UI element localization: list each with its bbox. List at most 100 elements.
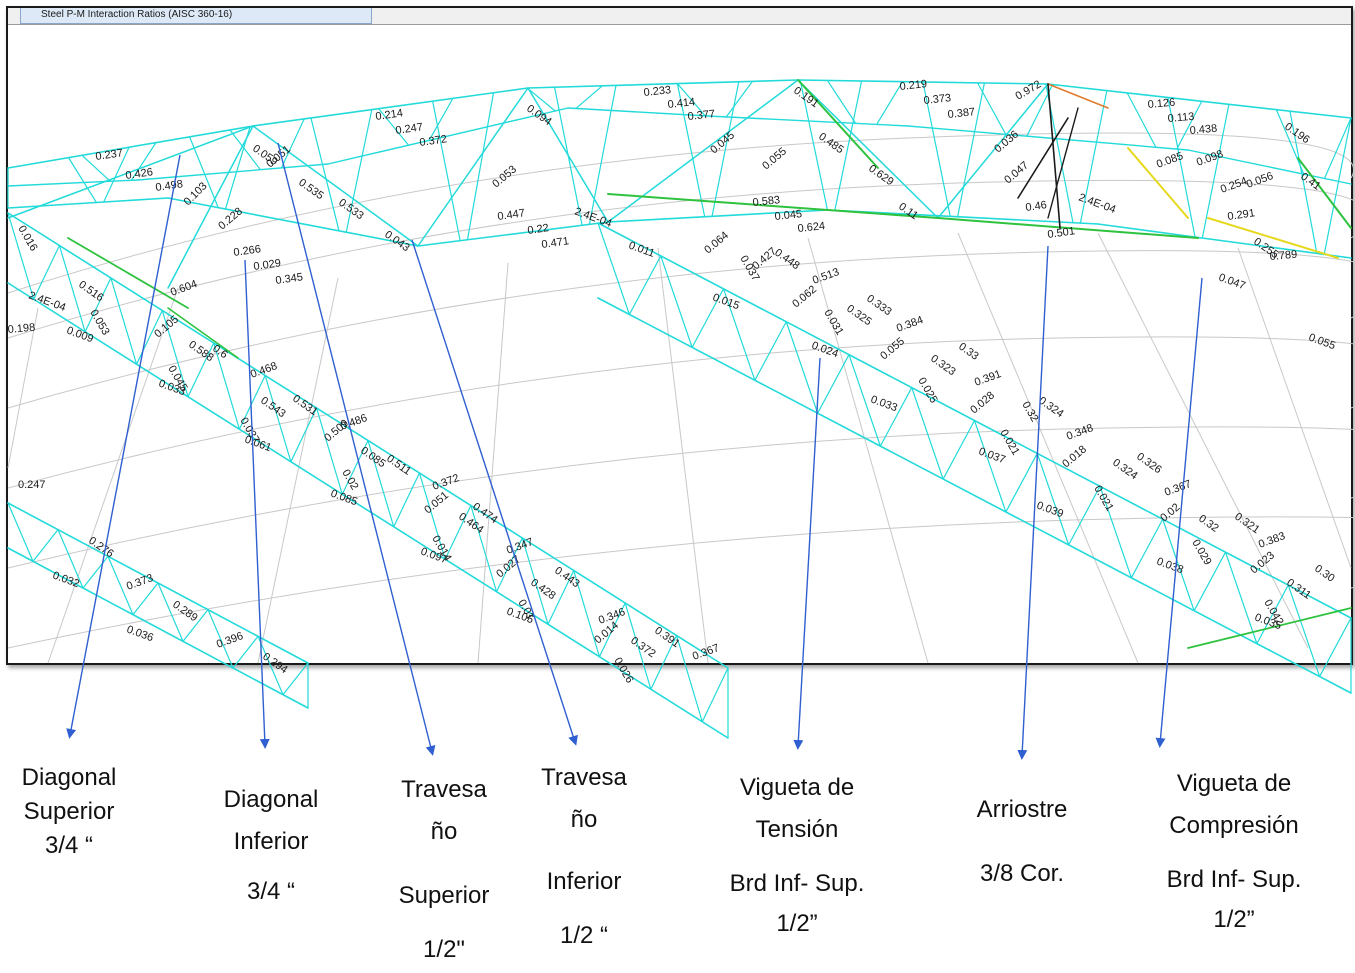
truss-member — [7, 212, 35, 300]
arrow-arriostre — [1017, 245, 1049, 760]
label-vigueta-compresion: Vigueta de Compresión Brd Inf- Sup. 1/2” — [1166, 770, 1302, 933]
truss-member — [1068, 485, 1101, 546]
truss-member — [526, 87, 556, 112]
truss-member — [598, 602, 626, 658]
truss-member — [7, 179, 139, 187]
truss-member — [161, 309, 189, 398]
ratio-label: 0.414 — [667, 96, 696, 111]
label-travesano-superior: Travesa ño Superior 1/2" — [398, 776, 490, 963]
ratio-label: 0.501 — [1047, 225, 1076, 241]
truss-member — [282, 662, 309, 696]
truss-member — [1256, 584, 1289, 645]
truss-member — [315, 407, 343, 495]
truss-member — [257, 635, 284, 696]
truss-member — [826, 79, 857, 124]
truss-member — [1162, 518, 1195, 612]
truss-member — [466, 92, 495, 241]
truss-member — [393, 472, 421, 528]
truss-member — [607, 79, 799, 223]
truss-member — [650, 634, 678, 690]
truss-member — [417, 87, 529, 247]
truss-member — [67, 157, 97, 204]
label-travesano-inferior: Travesa ño Inferior 1/2 “ — [541, 764, 627, 949]
grid-line — [7, 426, 1355, 569]
truss-member — [444, 504, 472, 560]
truss-member — [182, 609, 209, 642]
truss-member — [470, 504, 498, 593]
truss-member — [367, 439, 395, 528]
truss-member — [310, 117, 340, 232]
ratio-label: 0.345 — [275, 271, 304, 287]
truss-member — [624, 602, 652, 690]
truss-member — [1187, 149, 1352, 185]
truss-member — [879, 386, 913, 447]
truss-member — [7, 502, 34, 562]
truss-member — [1005, 452, 1038, 513]
grid-line — [257, 277, 339, 664]
grid-line — [7, 132, 1355, 294]
truss-member — [575, 85, 603, 110]
grid-line — [657, 247, 709, 664]
truss-member — [103, 146, 130, 203]
truss-member — [1176, 100, 1203, 150]
structural-model-viewport[interactable]: Steel P-M Interaction Ratios (AISC 360-1… — [6, 6, 1355, 739]
truss-member — [264, 374, 292, 463]
truss-member — [135, 309, 163, 365]
truss-member — [1323, 117, 1352, 180]
truss-member — [110, 277, 138, 365]
grid-line — [7, 307, 39, 469]
truss-member — [132, 582, 159, 616]
view-tab-bar: Steel P-M Interaction Ratios (AISC 360-1… — [8, 8, 1351, 25]
truss-member — [725, 80, 754, 118]
truss-member — [7, 197, 169, 209]
truss-member — [597, 222, 630, 316]
truss-member — [707, 115, 909, 127]
truss-member — [628, 255, 662, 316]
truss-member — [327, 107, 569, 165]
truss-member — [876, 81, 904, 126]
truss-member — [67, 237, 189, 309]
truss-member — [676, 82, 706, 117]
grid-line — [477, 262, 509, 664]
truss-member — [527, 87, 609, 223]
ratio-label: 0.447 — [497, 207, 526, 223]
truss-member — [937, 83, 1049, 219]
truss-member — [341, 439, 369, 495]
truss-member — [82, 555, 109, 589]
truss-member — [7, 125, 254, 169]
ratio-label: 0.247 — [395, 121, 424, 137]
grid-line — [1097, 232, 1309, 649]
truss-member — [238, 374, 266, 430]
truss-member — [207, 609, 234, 669]
truss-member — [1275, 109, 1305, 175]
truss-member — [417, 221, 609, 247]
truss-member — [84, 277, 112, 333]
truss-member — [280, 118, 305, 169]
truss-member — [377, 108, 410, 146]
truss-member — [911, 386, 944, 480]
ratio-label: 0.372 — [419, 133, 448, 149]
truss-member — [1167, 96, 1196, 238]
truss-member — [607, 209, 829, 223]
truss-member — [167, 125, 254, 289]
grid-line — [957, 232, 1139, 664]
truss-member — [1323, 117, 1352, 255]
truss-member — [1047, 83, 1061, 229]
ratio-label: 0.471 — [541, 235, 570, 251]
truss-member — [1047, 83, 1352, 119]
truss-member — [137, 163, 329, 181]
ratio-label: 0.22 — [527, 222, 550, 237]
grid-line — [7, 516, 1355, 649]
ratio-label: 0.266 — [233, 243, 262, 259]
truss-members — [7, 79, 1352, 739]
view-tab[interactable]: Steel P-M Interaction Ratios (AISC 360-1… — [20, 8, 372, 24]
truss-member — [107, 555, 134, 616]
truss-member — [1319, 617, 1352, 678]
truss-member — [1297, 157, 1352, 229]
grid-line — [7, 179, 1355, 339]
truss-member — [232, 635, 259, 669]
truss-member — [1289, 110, 1318, 255]
truss-member — [1097, 223, 1352, 259]
grid-line — [7, 336, 1355, 489]
